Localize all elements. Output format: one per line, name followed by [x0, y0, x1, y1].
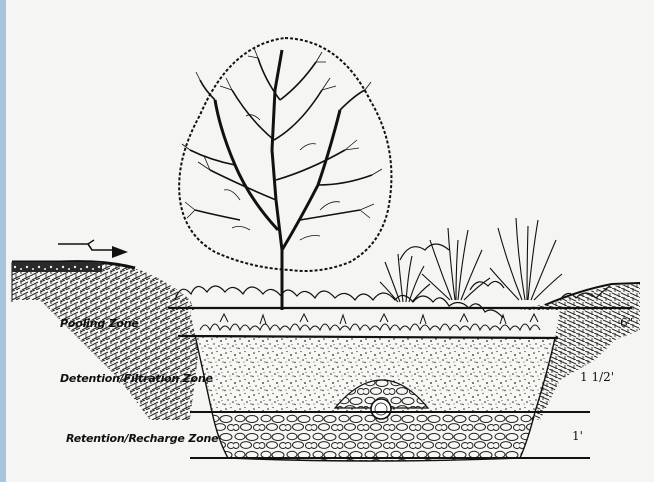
pooling-zone-mulch: [190, 310, 560, 338]
pooling-depth-label: 6": [620, 316, 633, 330]
grass-clump-2: [422, 228, 490, 300]
retention-depth-label: 1': [572, 429, 583, 443]
perforated-underdrain-pipe-icon: [371, 399, 391, 419]
gravel-recharge-layer: [212, 412, 535, 461]
grass-clump-1: [380, 254, 430, 302]
deciduous-tree-icon: [179, 38, 391, 310]
pooling-zone-label: Pooling Zone: [60, 317, 139, 330]
detention-depth-label: 1 1/2': [580, 370, 614, 384]
detention-filtration-zone-label: Detention/Filtration Zone: [60, 372, 213, 385]
left-native-soil: [12, 262, 205, 420]
retention-recharge-zone-label: Retention/Recharge Zone: [66, 432, 218, 445]
water-flow-arrow-icon: [58, 240, 128, 258]
grass-clump-3: [490, 218, 562, 300]
